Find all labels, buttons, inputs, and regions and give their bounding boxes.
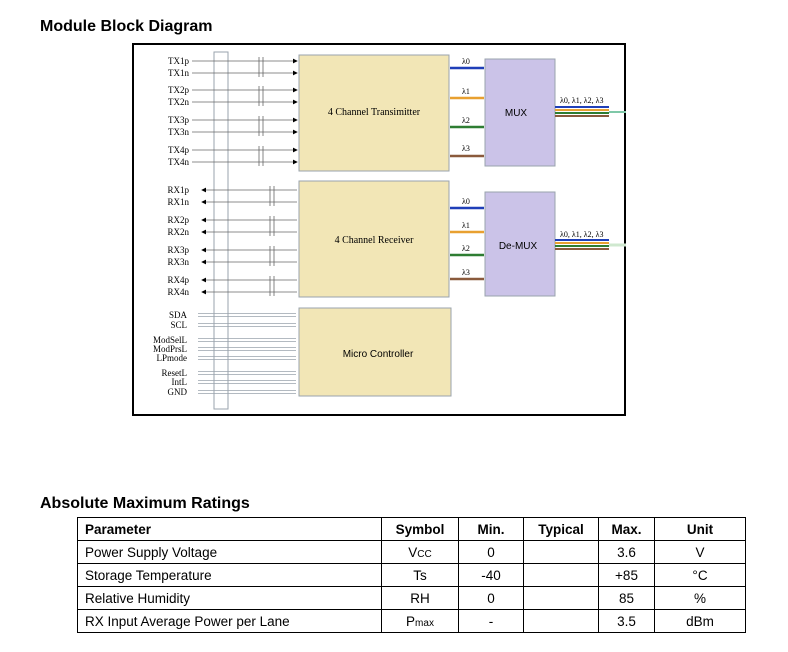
demux-input: λ0, λ1, λ2, λ3 [555, 230, 626, 250]
unit-cell: °C [654, 563, 746, 587]
tx-pin-label: TX4n [168, 157, 189, 167]
rx-lane-group: λ0 λ1 λ2 λ3 [450, 197, 484, 281]
lane-label: λ1 [462, 87, 470, 96]
max-cell: +85 [598, 563, 655, 587]
tx-pin-label: TX2p [168, 85, 189, 95]
ctrl-pin-label: ModSelL [153, 335, 187, 345]
param-cell: Storage Temperature [77, 563, 382, 587]
tx-pin-label: TX3p [168, 115, 189, 125]
lane-label: λ2 [462, 244, 470, 253]
min-cell: 0 [458, 586, 524, 610]
rx-pin-label: RX2p [167, 215, 189, 225]
mux-output-label: λ0, λ1, λ2, λ3 [560, 96, 604, 105]
transmitter-label: 4 Channel Transimitter [328, 107, 421, 118]
ratings-heading: Absolute Maximum Ratings [40, 495, 250, 512]
rx-pin-label: RX2n [167, 227, 189, 237]
transmitter-block [298, 54, 450, 172]
param-cell: Power Supply Voltage [77, 540, 382, 564]
typical-cell [523, 609, 599, 633]
tx-pin-label: TX1p [168, 56, 189, 66]
header-max: Max. [598, 517, 655, 541]
header-min: Min. [458, 517, 524, 541]
lane-label: λ1 [462, 221, 470, 230]
demux-input-label: λ0, λ1, λ2, λ3 [560, 230, 604, 239]
tx-pin-label: TX2n [168, 97, 189, 107]
symbol-sub: CC [417, 548, 432, 560]
receiver-block [298, 180, 450, 298]
param-cell: Relative Humidity [77, 586, 382, 610]
symbol-main: Ts [413, 567, 427, 583]
symbol-cell: VCC [381, 540, 459, 564]
rx-pin-label: RX4n [167, 287, 189, 297]
tx-pin-label: TX4p [168, 145, 189, 155]
ctrl-pin-label: IntL [172, 377, 188, 387]
ctrl-pin-label: LPmode [157, 353, 188, 363]
diagram-heading: Module Block Diagram [40, 18, 213, 35]
typical-cell [523, 540, 599, 564]
header-parameter: Parameter [77, 517, 382, 541]
max-cell: 3.5 [598, 609, 655, 633]
tx-lane-group: λ0 λ1 λ2 λ3 [450, 57, 484, 158]
rx-pin-label: RX3p [167, 245, 189, 255]
tx-pin-label: TX3n [168, 127, 189, 137]
ctrl-pin-label: SCL [170, 320, 187, 330]
min-cell: -40 [458, 563, 524, 587]
table-row: Storage Temperature Ts -40 +85°C [77, 563, 746, 587]
demux-block [484, 191, 556, 297]
lane-label: λ0 [462, 57, 470, 66]
lane-label: λ3 [462, 268, 470, 277]
ctrl-pin-label: SDA [169, 310, 188, 320]
receiver-label: 4 Channel Receiver [335, 235, 415, 246]
rx-pin-label: RX3n [167, 257, 189, 267]
param-cell: RX Input Average Power per Lane [77, 609, 382, 633]
symbol-cell: Pmax [381, 609, 459, 633]
connector-bus [213, 51, 229, 410]
max-cell: 3.6 [598, 540, 655, 564]
min-cell: 0 [458, 540, 524, 564]
header-typical: Typical [523, 517, 599, 541]
ctrl-pin-label: ResetL [162, 368, 188, 378]
rx-pin-label: RX4p [167, 275, 189, 285]
typical-cell [523, 586, 599, 610]
symbol-main: RH [410, 590, 430, 606]
lane-label: λ2 [462, 116, 470, 125]
symbol-cell: RH [381, 586, 459, 610]
header-symbol: Symbol [381, 517, 459, 541]
min-cell: - [458, 609, 524, 633]
ratings-header-row: Parameter Symbol Min. Typical Max. Unit [77, 517, 746, 541]
tx-pin-label: TX1n [168, 68, 189, 78]
rx-pin-label: RX1p [167, 185, 189, 195]
micro-controller-block [298, 307, 452, 397]
ctrl-pin-label: ModPrsL [153, 344, 187, 354]
micro-controller-label: Micro Controller [343, 349, 414, 360]
table-row: Relative Humidity RH 0 85% [77, 586, 746, 610]
ctrl-pin-label: GND [168, 387, 188, 397]
typical-cell [523, 563, 599, 587]
rx-pin-label: RX1n [167, 197, 189, 207]
symbol-main: V [408, 544, 418, 560]
mux-output: λ0, λ1, λ2, λ3 [555, 96, 626, 117]
unit-cell: % [654, 586, 746, 610]
header-unit: Unit [654, 517, 746, 541]
demux-label: De-MUX [499, 241, 538, 252]
unit-cell: dBm [654, 609, 746, 633]
unit-cell: V [654, 540, 746, 564]
symbol-cell: Ts [381, 563, 459, 587]
lane-label: λ3 [462, 144, 470, 153]
mux-label: MUX [505, 108, 528, 119]
max-cell: 85 [598, 586, 655, 610]
symbol-sub: max [415, 617, 434, 629]
lane-label: λ0 [462, 197, 470, 206]
symbol-main: P [406, 613, 416, 629]
ratings-table: Parameter Symbol Min. Typical Max. Unit … [77, 517, 746, 633]
